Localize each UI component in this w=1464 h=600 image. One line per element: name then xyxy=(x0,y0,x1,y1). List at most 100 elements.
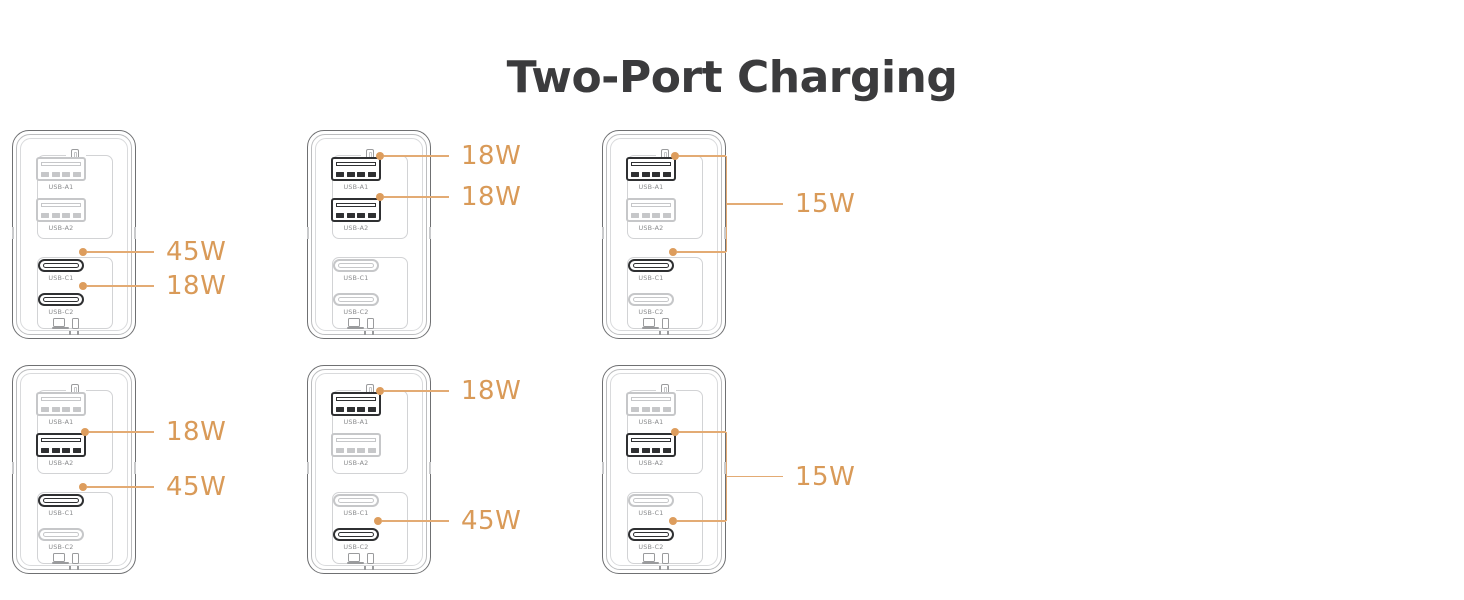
usb-a-pin xyxy=(62,448,71,453)
port-label-c1: USB-C1 xyxy=(638,274,664,282)
callout-power-label: 18W xyxy=(461,141,522,171)
phone-icon xyxy=(72,553,79,564)
usb-a-port-a1[interactable] xyxy=(626,157,676,181)
device-icon-row xyxy=(47,553,85,565)
charger-shell-inner-2 xyxy=(315,373,423,566)
phone-icon xyxy=(367,553,374,564)
usb-a-port-a1[interactable] xyxy=(331,392,381,416)
usb-a-port-a1[interactable] xyxy=(331,157,381,181)
usb-c-port-c1[interactable] xyxy=(38,259,84,272)
usb-c-port-c1[interactable] xyxy=(333,259,379,272)
usb-c-port-c2[interactable] xyxy=(333,293,379,306)
charger-bottom-notch xyxy=(659,566,669,570)
usb-a-port-a2[interactable] xyxy=(626,433,676,457)
charger-bottom-notch xyxy=(69,566,79,570)
port-label-c2: USB-C2 xyxy=(343,308,369,316)
charger-side-nub-left xyxy=(602,227,604,239)
phone-icon xyxy=(367,318,374,329)
laptop-icon xyxy=(51,318,69,329)
usb-a-pin xyxy=(367,448,376,453)
usb-a-pins xyxy=(631,407,671,412)
laptop-icon xyxy=(346,318,364,329)
usb-c-port-c1[interactable] xyxy=(628,494,674,507)
laptop-icon xyxy=(346,553,364,564)
usb-a-pin xyxy=(367,172,376,177)
usb-a-port-a2[interactable] xyxy=(36,433,86,457)
usb-a-pin xyxy=(41,407,49,412)
usb-a-pin xyxy=(357,407,366,412)
usb-a-port-a1[interactable] xyxy=(36,392,86,416)
usb-a-pin xyxy=(346,407,355,412)
usb-a-pin xyxy=(72,407,81,412)
usb-a-pin xyxy=(62,213,71,218)
usb-a-port-a1[interactable] xyxy=(626,392,676,416)
usb-c-port-c1[interactable] xyxy=(38,494,84,507)
callout-power-label: 18W xyxy=(166,271,227,301)
usb-a-port-a1[interactable] xyxy=(36,157,86,181)
charger-shell-inner xyxy=(16,369,132,570)
usb-a-pin xyxy=(72,213,81,218)
usb-a-pins xyxy=(631,448,671,453)
usb-a-pin xyxy=(652,213,661,218)
usb-a-pin xyxy=(51,172,60,177)
device-icon-row xyxy=(47,318,85,330)
usb-a-pin xyxy=(41,172,49,177)
usb-a-pin xyxy=(662,448,671,453)
port-label-a2: USB-A2 xyxy=(638,459,664,467)
usb-c-port-c1[interactable] xyxy=(628,259,674,272)
port-label-a1: USB-A1 xyxy=(343,418,369,426)
charger-side-nub-left xyxy=(307,462,309,474)
phone-icon xyxy=(662,318,669,329)
usb-a-port-a2[interactable] xyxy=(36,198,86,222)
usb-a-pin xyxy=(51,213,60,218)
port-label-a2: USB-A2 xyxy=(343,224,369,232)
charger-side-nub-right xyxy=(724,462,726,474)
callout-power-label: 15W xyxy=(795,189,856,219)
callout-power-label: 45W xyxy=(166,237,227,267)
charger-shell-inner-2 xyxy=(610,373,718,566)
port-label-c2: USB-C2 xyxy=(48,543,74,551)
usb-a-pin xyxy=(367,407,376,412)
usb-a-pins xyxy=(631,213,671,218)
usb-c-port-c2[interactable] xyxy=(628,528,674,541)
port-label-c2: USB-C2 xyxy=(638,308,664,316)
port-label-c2: USB-C2 xyxy=(343,543,369,551)
usb-a-port-a2[interactable] xyxy=(626,198,676,222)
charger-side-nub-left xyxy=(12,227,14,239)
device-icon-row xyxy=(342,318,380,330)
usb-a-pin xyxy=(41,448,49,453)
charger-bottom-notch xyxy=(364,331,374,335)
usb-a-pin xyxy=(346,172,355,177)
usb-c-port-c1[interactable] xyxy=(333,494,379,507)
usb-a-contact-bar xyxy=(336,397,376,401)
usb-a-port-a2[interactable] xyxy=(331,433,381,457)
port-label-a1: USB-A1 xyxy=(638,418,664,426)
port-label-c1: USB-C1 xyxy=(638,509,664,517)
usb-a-pin xyxy=(631,172,639,177)
usb-c-port-c2[interactable] xyxy=(38,528,84,541)
usb-a-contact-bar xyxy=(631,162,671,166)
usb-c-port-c2[interactable] xyxy=(628,293,674,306)
usb-c-port-c2[interactable] xyxy=(38,293,84,306)
usb-a-pin xyxy=(41,213,49,218)
charger-shell-inner-2 xyxy=(20,373,128,566)
usb-a-pin xyxy=(641,407,650,412)
laptop-icon xyxy=(641,318,659,329)
usb-a-pin xyxy=(62,172,71,177)
charger-shell-inner xyxy=(16,134,132,335)
port-label-a1: USB-A1 xyxy=(48,183,74,191)
charger-shell-inner xyxy=(606,369,722,570)
port-label-a2: USB-A2 xyxy=(638,224,664,232)
usb-a-port-a2[interactable] xyxy=(331,198,381,222)
usb-c-port-c2[interactable] xyxy=(333,528,379,541)
device-icon-row xyxy=(637,553,675,565)
usb-a-contact-bar xyxy=(336,203,376,207)
usb-a-pin xyxy=(51,448,60,453)
